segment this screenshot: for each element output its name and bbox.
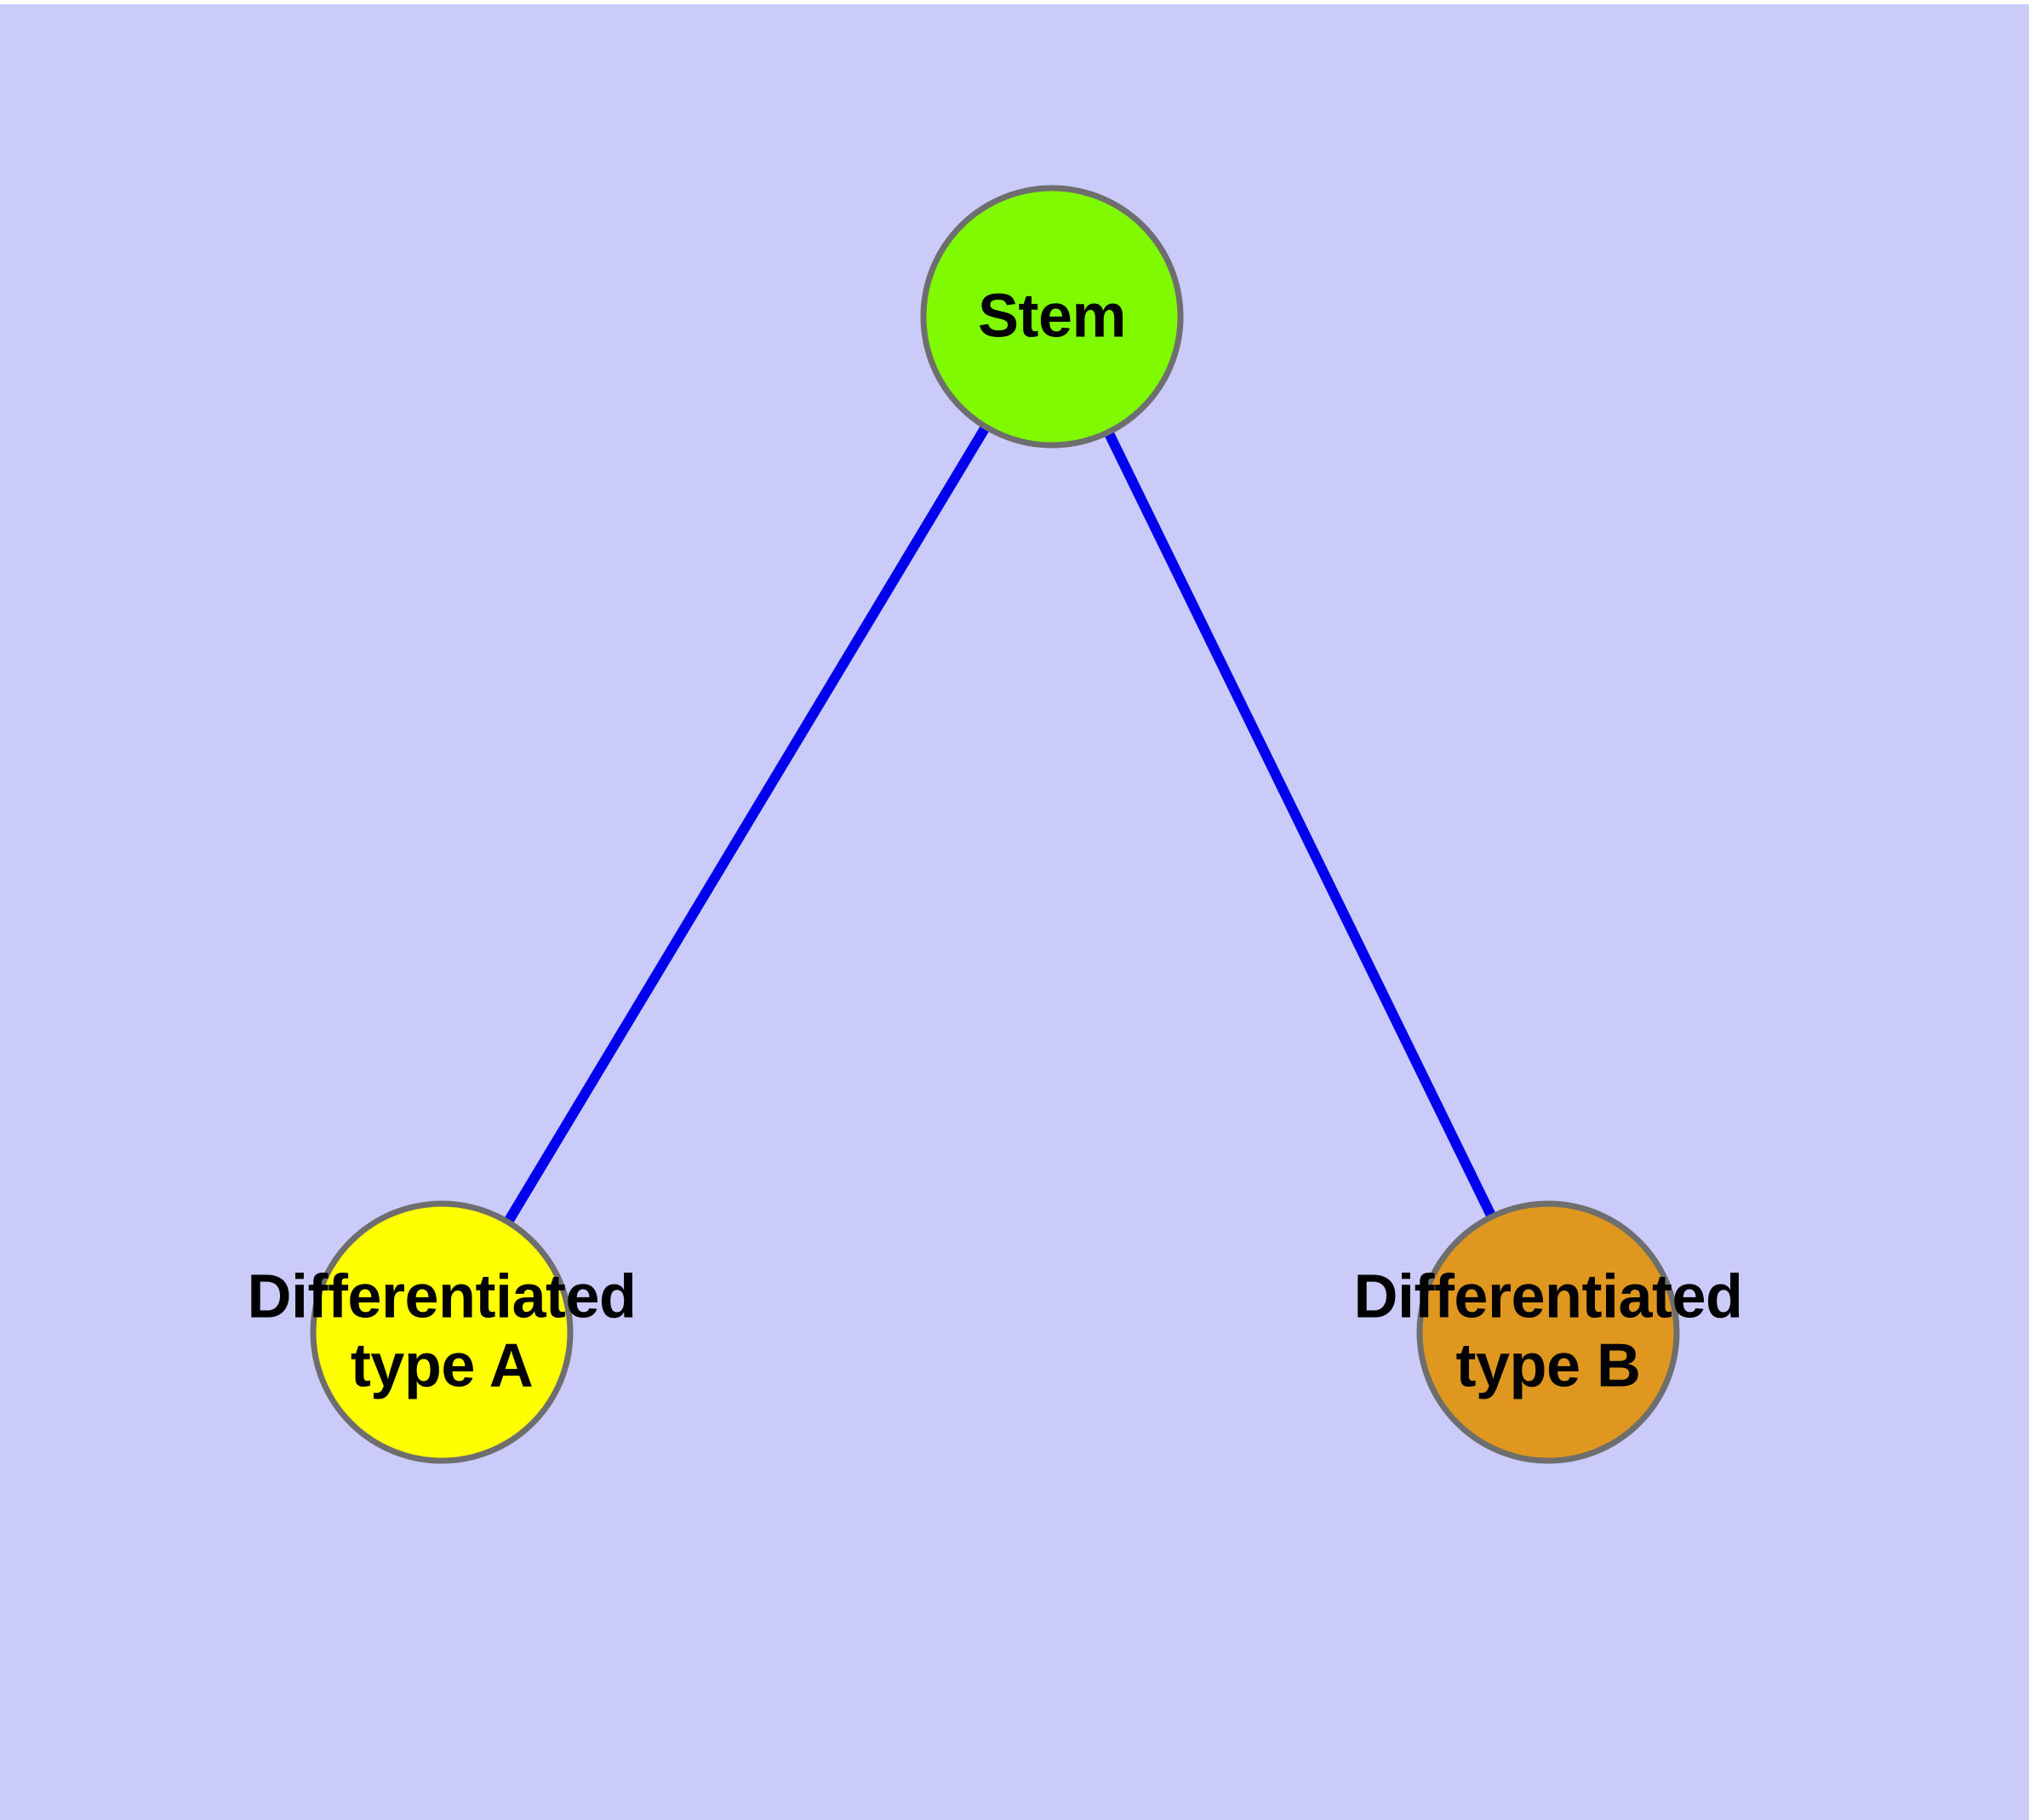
edges-group [504,426,1496,1223]
node-diff_b[interactable] [1416,1200,1680,1464]
edge-stem-to-diff_b[interactable] [1104,431,1496,1218]
node-stem[interactable] [920,185,1184,449]
nodes-group [310,185,1680,1464]
node-diff_a[interactable] [310,1200,574,1464]
edge-stem-to-diff_a[interactable] [504,426,990,1223]
